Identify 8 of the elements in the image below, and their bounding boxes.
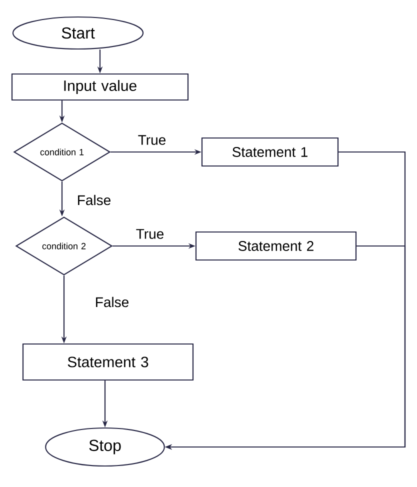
edge-label: False <box>76 194 112 206</box>
edge-label: True <box>134 228 166 240</box>
edge-label: False <box>94 296 130 308</box>
edge-label: True <box>136 134 168 146</box>
process-box: Input value <box>11 73 189 101</box>
process-box: Statement 1 <box>201 137 339 167</box>
process-box: Statement 3 <box>22 343 194 381</box>
process-box: Statement 2 <box>195 231 357 261</box>
